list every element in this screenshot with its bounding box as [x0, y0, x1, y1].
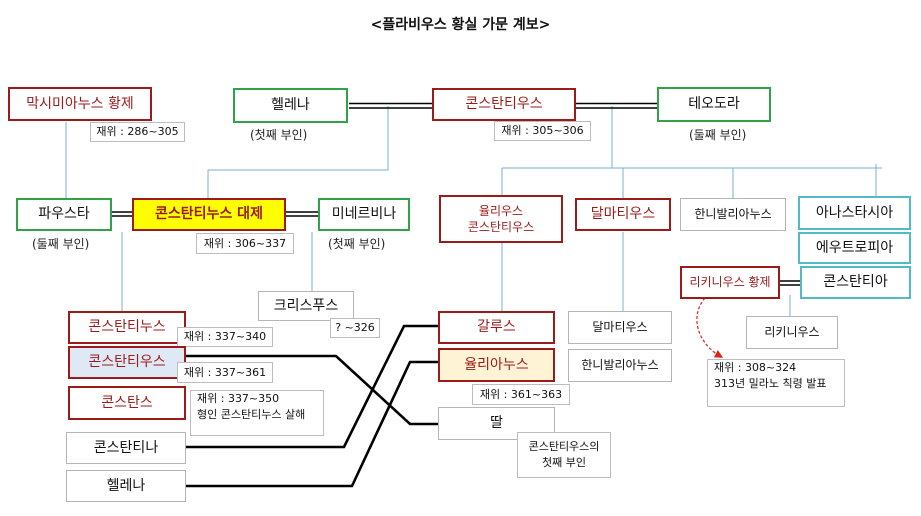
- note-constans-fratricide: 형인 콘스탄티누스 살해: [197, 407, 306, 421]
- note-maximianus-reign: 재위 : 286~305: [90, 122, 185, 142]
- person-gallus: 갈루스: [438, 311, 555, 344]
- person-constantinus-the-great: 콘스탄티누스 대제: [132, 198, 286, 231]
- caption-minervina-first-wife: (첫째 부인): [328, 237, 386, 251]
- caption-fausta-second-wife: (둘째 부인): [32, 237, 90, 251]
- note-constans: 재위 : 337~350 형인 콘스탄티누스 살해: [190, 390, 324, 436]
- note-constantinus-reign: 재위 : 306~337: [196, 233, 294, 254]
- person-constantius-ii: 콘스탄티우스: [68, 346, 186, 379]
- person-dalmatius: 달마티우스: [575, 198, 671, 231]
- person-licinius-son: 리키니우스: [746, 316, 838, 349]
- person-hannibalianus-son: 한니발리아누스: [568, 349, 672, 382]
- note-daughter-line-1: 콘스탄티우스의: [528, 440, 600, 454]
- person-theodora: 테오도라: [657, 87, 771, 122]
- note-daughter: 콘스탄티우스의 첫째 부인: [517, 432, 611, 478]
- person-constans: 콘스탄스: [68, 386, 186, 420]
- note-constantius-ii-reign: 재위 : 337~361: [177, 362, 273, 383]
- marriage-licinius-constantia: [780, 280, 800, 286]
- julius-constantius-line-2: 콘스탄티우스: [467, 220, 535, 234]
- marriage-constantius-theodora: [576, 102, 657, 109]
- julius-constantius-line-1: 율리우스: [478, 203, 524, 218]
- person-constantia: 콘스탄티아: [800, 266, 911, 299]
- person-helena: 헬레나: [233, 88, 348, 123]
- caption-theodora-second-wife: (둘째 부인): [689, 128, 747, 142]
- person-licinius-emperor: 리키니우스 황제: [680, 266, 780, 299]
- person-julius-constantius: 율리우스 콘스탄티우스: [439, 195, 563, 243]
- note-licinius: 재위 : 308~324 313년 밀라노 칙령 발표: [707, 359, 845, 407]
- marriage-constantinus-minervina: [286, 211, 318, 217]
- note-daughter-line-2: 첫째 부인: [542, 456, 586, 469]
- person-fausta: 파우스타: [16, 198, 112, 231]
- note-licinius-reign: 재위 : 308~324: [714, 361, 797, 374]
- person-constantina: 콘스탄티나: [66, 432, 186, 464]
- person-crispus: 크리스푸스: [258, 291, 354, 321]
- person-eutropia: 에우트로피아: [798, 232, 911, 264]
- person-anastasia: 아나스타시아: [798, 196, 911, 230]
- caption-helena-first-wife: (첫째 부인): [250, 128, 308, 142]
- person-hannibalianus: 한니발리아누스: [680, 198, 786, 231]
- note-crispus-years: ? ~326: [330, 318, 380, 338]
- diagram-title: <플라비우스 황실 가문 계보>: [370, 17, 551, 33]
- licinius-annotation-arrow: [696, 297, 724, 358]
- person-helena-daughter: 헬레나: [66, 470, 186, 502]
- note-constantius-reign: 재위 : 305~306: [494, 121, 591, 141]
- marriage-helena-constantius: [349, 102, 432, 109]
- note-julianus-reign: 재위 : 361~363: [472, 384, 570, 405]
- person-maximianus: 막시미아누스 황제: [8, 87, 152, 121]
- person-dalmatius-son: 달마티우스: [568, 311, 672, 344]
- note-constans-reign: 재위 : 337~350: [197, 392, 280, 405]
- person-julianus: 율리아누스: [438, 348, 555, 382]
- line-constantius-helena-to-constantinus: [207, 106, 389, 198]
- person-constantinus-ii: 콘스탄티누스: [68, 311, 186, 344]
- note-licinius-milan-edict: 313년 밀라노 칙령 발표: [714, 376, 827, 390]
- marriage-constantina-gallus: [186, 324, 438, 449]
- note-constantinus-ii-reign: 재위 : 337~340: [177, 327, 273, 347]
- marriage-fausta-constantinus: [112, 211, 132, 217]
- marriage-helena-julianus: [186, 360, 438, 488]
- person-minervina: 미네르비나: [318, 198, 410, 231]
- person-constantius-chlorus: 콘스탄티우스: [432, 88, 576, 121]
